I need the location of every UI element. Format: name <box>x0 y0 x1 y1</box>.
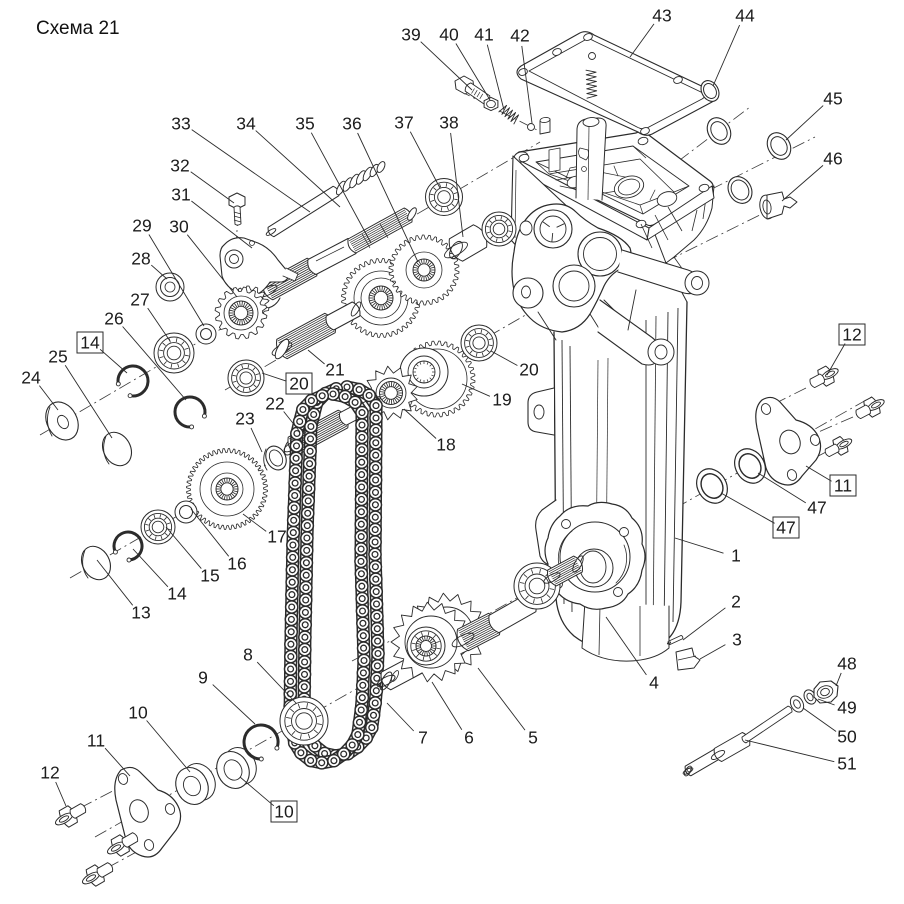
svg-text:39: 39 <box>401 25 420 45</box>
svg-text:20: 20 <box>519 360 539 380</box>
svg-text:14: 14 <box>80 333 100 353</box>
svg-text:14: 14 <box>167 584 187 604</box>
svg-text:42: 42 <box>510 26 529 46</box>
svg-text:44: 44 <box>735 6 755 26</box>
svg-text:15: 15 <box>200 566 219 586</box>
svg-text:35: 35 <box>295 114 314 134</box>
svg-text:47: 47 <box>776 518 795 538</box>
svg-text:21: 21 <box>325 360 344 380</box>
svg-text:29: 29 <box>132 216 151 236</box>
svg-text:12: 12 <box>842 325 861 345</box>
svg-text:16: 16 <box>227 554 246 574</box>
svg-text:47: 47 <box>807 498 826 518</box>
svg-text:30: 30 <box>169 217 189 237</box>
svg-text:24: 24 <box>21 368 41 388</box>
svg-text:11: 11 <box>834 476 852 496</box>
svg-text:46: 46 <box>823 149 842 169</box>
svg-text:18: 18 <box>436 435 455 455</box>
svg-text:3: 3 <box>732 630 742 650</box>
svg-text:28: 28 <box>131 249 150 269</box>
svg-text:25: 25 <box>48 347 67 367</box>
svg-text:45: 45 <box>823 89 842 109</box>
svg-text:19: 19 <box>492 390 511 410</box>
svg-text:34: 34 <box>236 114 256 134</box>
svg-text:1: 1 <box>731 546 741 566</box>
svg-text:26: 26 <box>104 309 123 329</box>
svg-text:51: 51 <box>837 754 856 774</box>
svg-text:37: 37 <box>394 113 413 133</box>
svg-text:49: 49 <box>837 698 856 718</box>
svg-text:41: 41 <box>474 25 493 45</box>
svg-text:22: 22 <box>265 394 284 414</box>
svg-text:6: 6 <box>464 728 474 748</box>
svg-text:2: 2 <box>731 592 741 612</box>
svg-text:36: 36 <box>342 114 361 134</box>
svg-text:12: 12 <box>40 763 59 783</box>
svg-text:Схема 21: Схема 21 <box>36 18 120 39</box>
svg-text:50: 50 <box>837 727 857 747</box>
svg-text:20: 20 <box>289 374 309 394</box>
svg-text:38: 38 <box>439 113 458 133</box>
svg-text:31: 31 <box>171 185 190 205</box>
svg-text:9: 9 <box>198 668 208 688</box>
svg-text:8: 8 <box>243 645 253 665</box>
svg-text:48: 48 <box>837 654 856 674</box>
svg-text:5: 5 <box>528 728 538 748</box>
svg-text:13: 13 <box>131 603 150 623</box>
svg-text:43: 43 <box>652 6 671 26</box>
svg-text:23: 23 <box>235 409 254 429</box>
svg-text:27: 27 <box>130 290 149 310</box>
svg-text:7: 7 <box>418 728 428 748</box>
svg-text:17: 17 <box>267 527 286 547</box>
svg-text:10: 10 <box>128 703 148 723</box>
svg-text:40: 40 <box>439 25 459 45</box>
svg-text:33: 33 <box>171 114 190 134</box>
svg-text:10: 10 <box>274 802 294 822</box>
svg-text:4: 4 <box>649 673 659 693</box>
svg-text:32: 32 <box>170 156 189 176</box>
svg-text:11: 11 <box>87 731 105 751</box>
